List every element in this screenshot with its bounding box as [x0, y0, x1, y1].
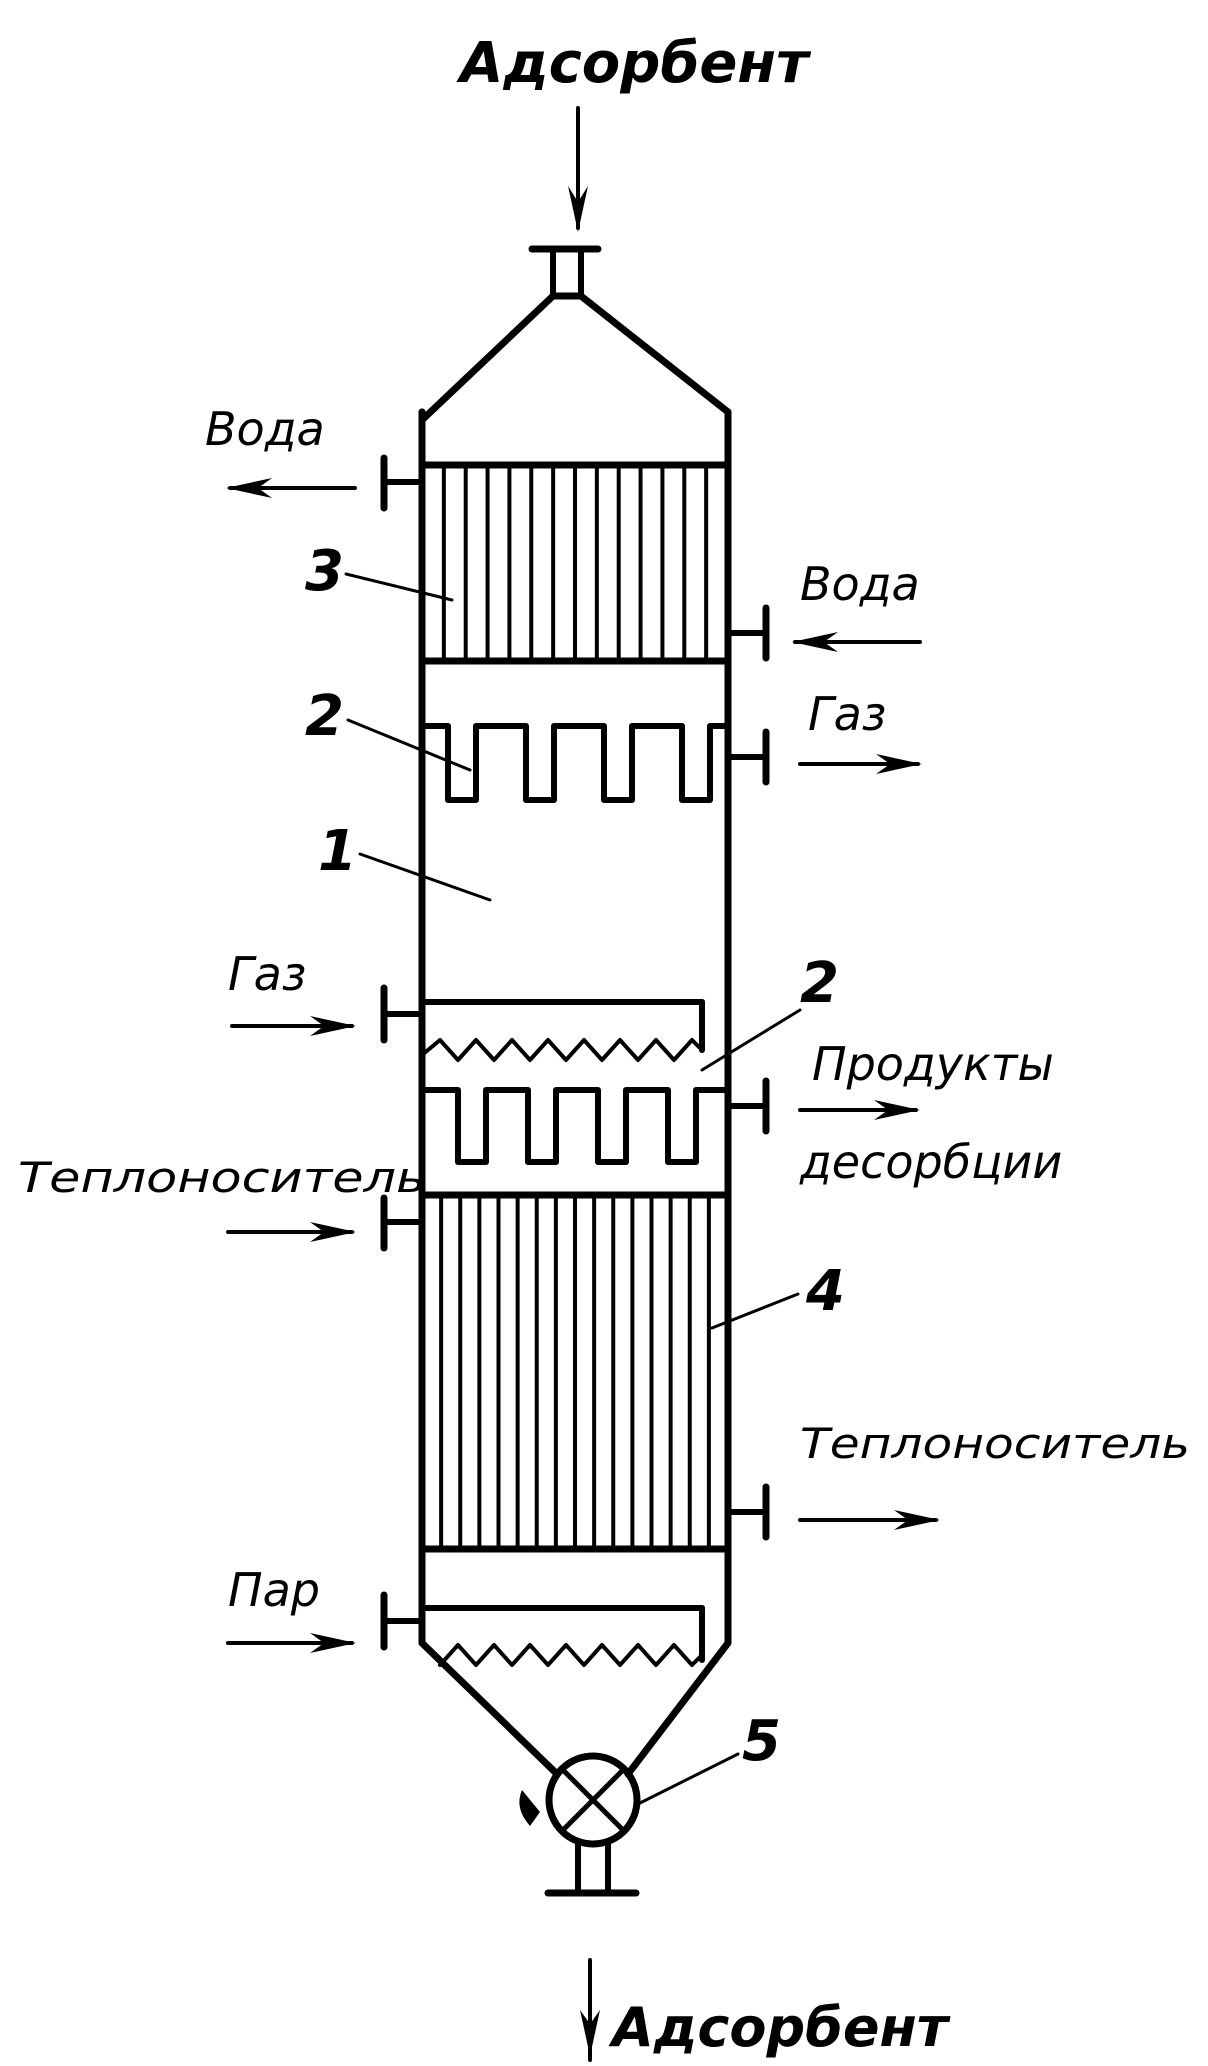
label-gas-out: Газ [808, 687, 886, 741]
leader-2-upper [346, 718, 472, 772]
discharge-valve [519, 1752, 641, 1848]
label-steam-in: Пар [228, 1563, 320, 1617]
leader-5 [634, 1752, 740, 1807]
label-products-line1: Продукты [812, 1037, 1054, 1091]
callout-3: 3 [305, 539, 344, 604]
leader-2-lower [700, 1008, 802, 1072]
arrow-water-in [792, 632, 922, 652]
bottom-nozzle [544, 1841, 640, 1897]
nozzle-products-out [725, 1077, 770, 1135]
label-gas-in: Газ [228, 947, 306, 1001]
leader-1 [358, 852, 492, 902]
lower-distributor [419, 1087, 731, 1165]
arrow-adsorbent-in [568, 106, 588, 232]
leader-4 [710, 1292, 800, 1330]
arrow-steam-in [226, 1633, 356, 1653]
arrow-adsorbent-out [580, 1958, 600, 2062]
label-water-in: Вода [800, 557, 920, 611]
cooler-tubes [441, 465, 709, 661]
gas-sparger [380, 984, 705, 1062]
leader-3 [344, 572, 454, 602]
callout-1: 1 [318, 819, 357, 884]
nozzle-gas-out [725, 728, 770, 786]
top-nozzle [528, 245, 602, 299]
callout-2-upper: 2 [305, 684, 344, 749]
arrow-coolant-out [798, 1510, 940, 1530]
nozzle-water-out [380, 454, 425, 512]
arrow-coolant-in [226, 1222, 356, 1242]
bottom-cone [418, 1639, 561, 1778]
heater-section [418, 1191, 732, 1553]
upper-distributor [419, 723, 731, 803]
nozzle-water-in [725, 604, 770, 662]
label-coolant-in: Теплоноситель [18, 1153, 426, 1202]
heater-tubes [439, 1195, 711, 1549]
top-cone [418, 292, 732, 424]
steam-sparger [380, 1591, 705, 1667]
label-coolant-out: Теплоноситель [800, 1419, 1190, 1468]
arrow-gas-in [230, 1016, 356, 1036]
label-products-line2: десорбции [799, 1135, 1062, 1189]
label-adsorbent-out: Адсорбент [608, 1996, 951, 2059]
nozzle-coolant-out [725, 1483, 770, 1541]
callout-5: 5 [742, 1709, 781, 1774]
label-adsorbent-in: Адсорбент [456, 31, 812, 96]
arrow-water-out [226, 478, 357, 498]
nozzle-coolant-in [380, 1194, 425, 1252]
arrow-gas-out [798, 754, 922, 774]
callout-2-lower: 2 [800, 951, 839, 1016]
callout-4: 4 [805, 1259, 845, 1324]
bottom-cone-right [624, 1639, 732, 1778]
cooler-section [418, 461, 732, 665]
label-water-out: Вода [205, 402, 325, 456]
arrow-products-out [798, 1100, 920, 1120]
